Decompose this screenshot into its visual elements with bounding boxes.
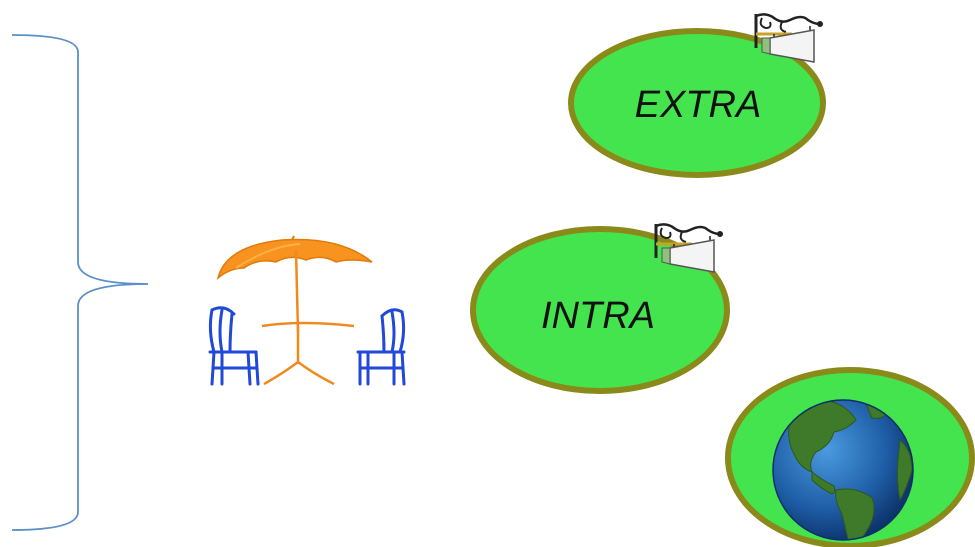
cafe-table-umbrella-icon [208,235,406,386]
extra-label: EXTRA [634,84,762,126]
globe-icon [772,399,914,541]
intra-oval [470,226,730,394]
extra-oval [568,28,826,178]
hanging-sign-icon [654,223,723,273]
intra-label: INTRA [541,295,655,337]
curly-brace-icon [11,34,149,531]
hanging-sign-icon [754,13,823,63]
